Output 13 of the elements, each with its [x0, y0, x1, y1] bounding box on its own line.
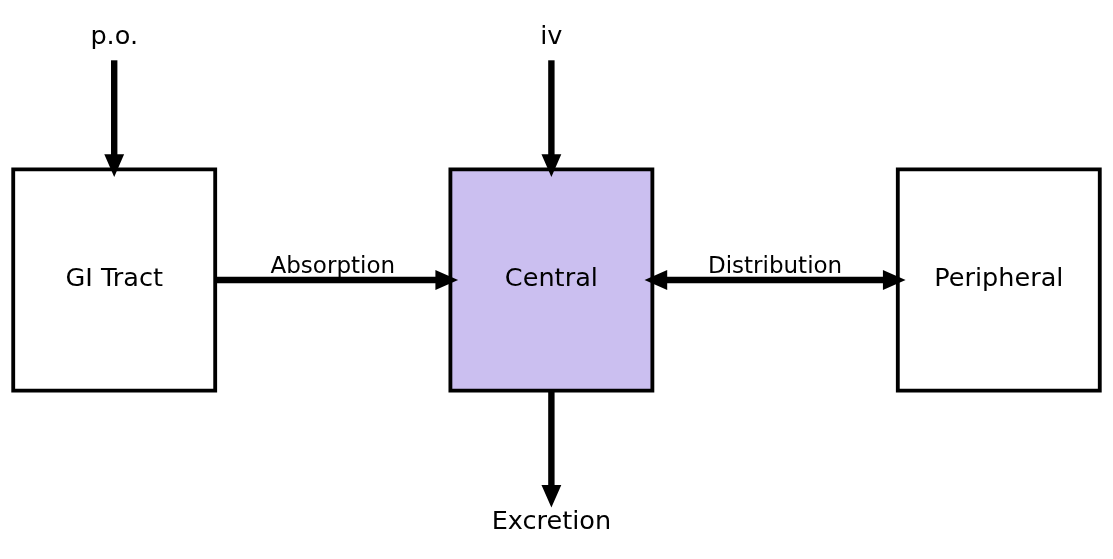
arrow	[541, 390, 562, 508]
node-box: Peripheral	[895, 167, 1102, 392]
arrow	[104, 59, 125, 177]
node-box: Central	[448, 167, 655, 392]
arrow	[215, 269, 459, 290]
node-text: iv	[540, 19, 563, 50]
node-text: Excretion	[491, 504, 612, 535]
arrow	[541, 59, 562, 177]
arrow	[644, 269, 906, 290]
node-box: GI Tract	[11, 167, 218, 392]
edge-label: Absorption	[270, 251, 396, 278]
edge-label: Distribution	[708, 251, 843, 278]
node-text: p.o.	[90, 19, 139, 50]
